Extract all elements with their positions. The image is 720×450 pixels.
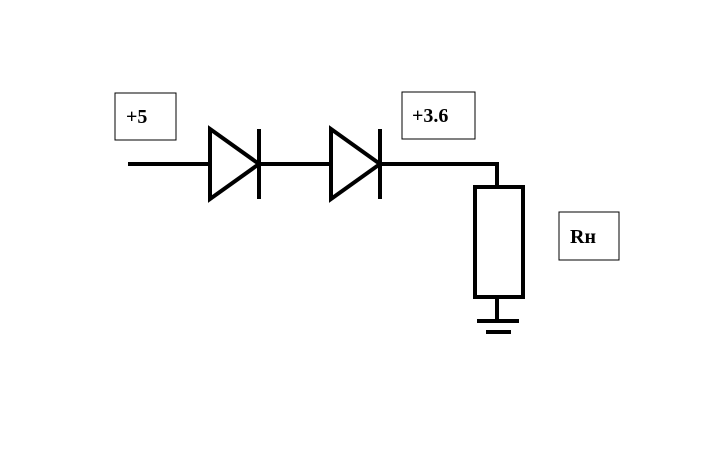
input-voltage-label: +5 — [114, 92, 177, 141]
output-wire — [380, 162, 499, 187]
output-voltage-label: +3.6 — [401, 91, 476, 140]
load-resistor — [473, 185, 525, 299]
output-voltage-text: +3.6 — [412, 105, 448, 127]
load-resistor-box — [558, 211, 620, 261]
diode-1 — [208, 125, 263, 203]
load-resistor-text: Rн — [570, 226, 596, 248]
output-voltage-box — [401, 91, 476, 140]
diode-1-triangle — [208, 125, 263, 203]
input-voltage-text: +5 — [126, 106, 147, 128]
load-resistor-label: Rн — [558, 211, 620, 261]
ground-symbol — [477, 319, 519, 334]
input-voltage-box — [114, 92, 177, 141]
diode-2 — [329, 125, 384, 203]
diode-2-triangle — [329, 125, 384, 203]
